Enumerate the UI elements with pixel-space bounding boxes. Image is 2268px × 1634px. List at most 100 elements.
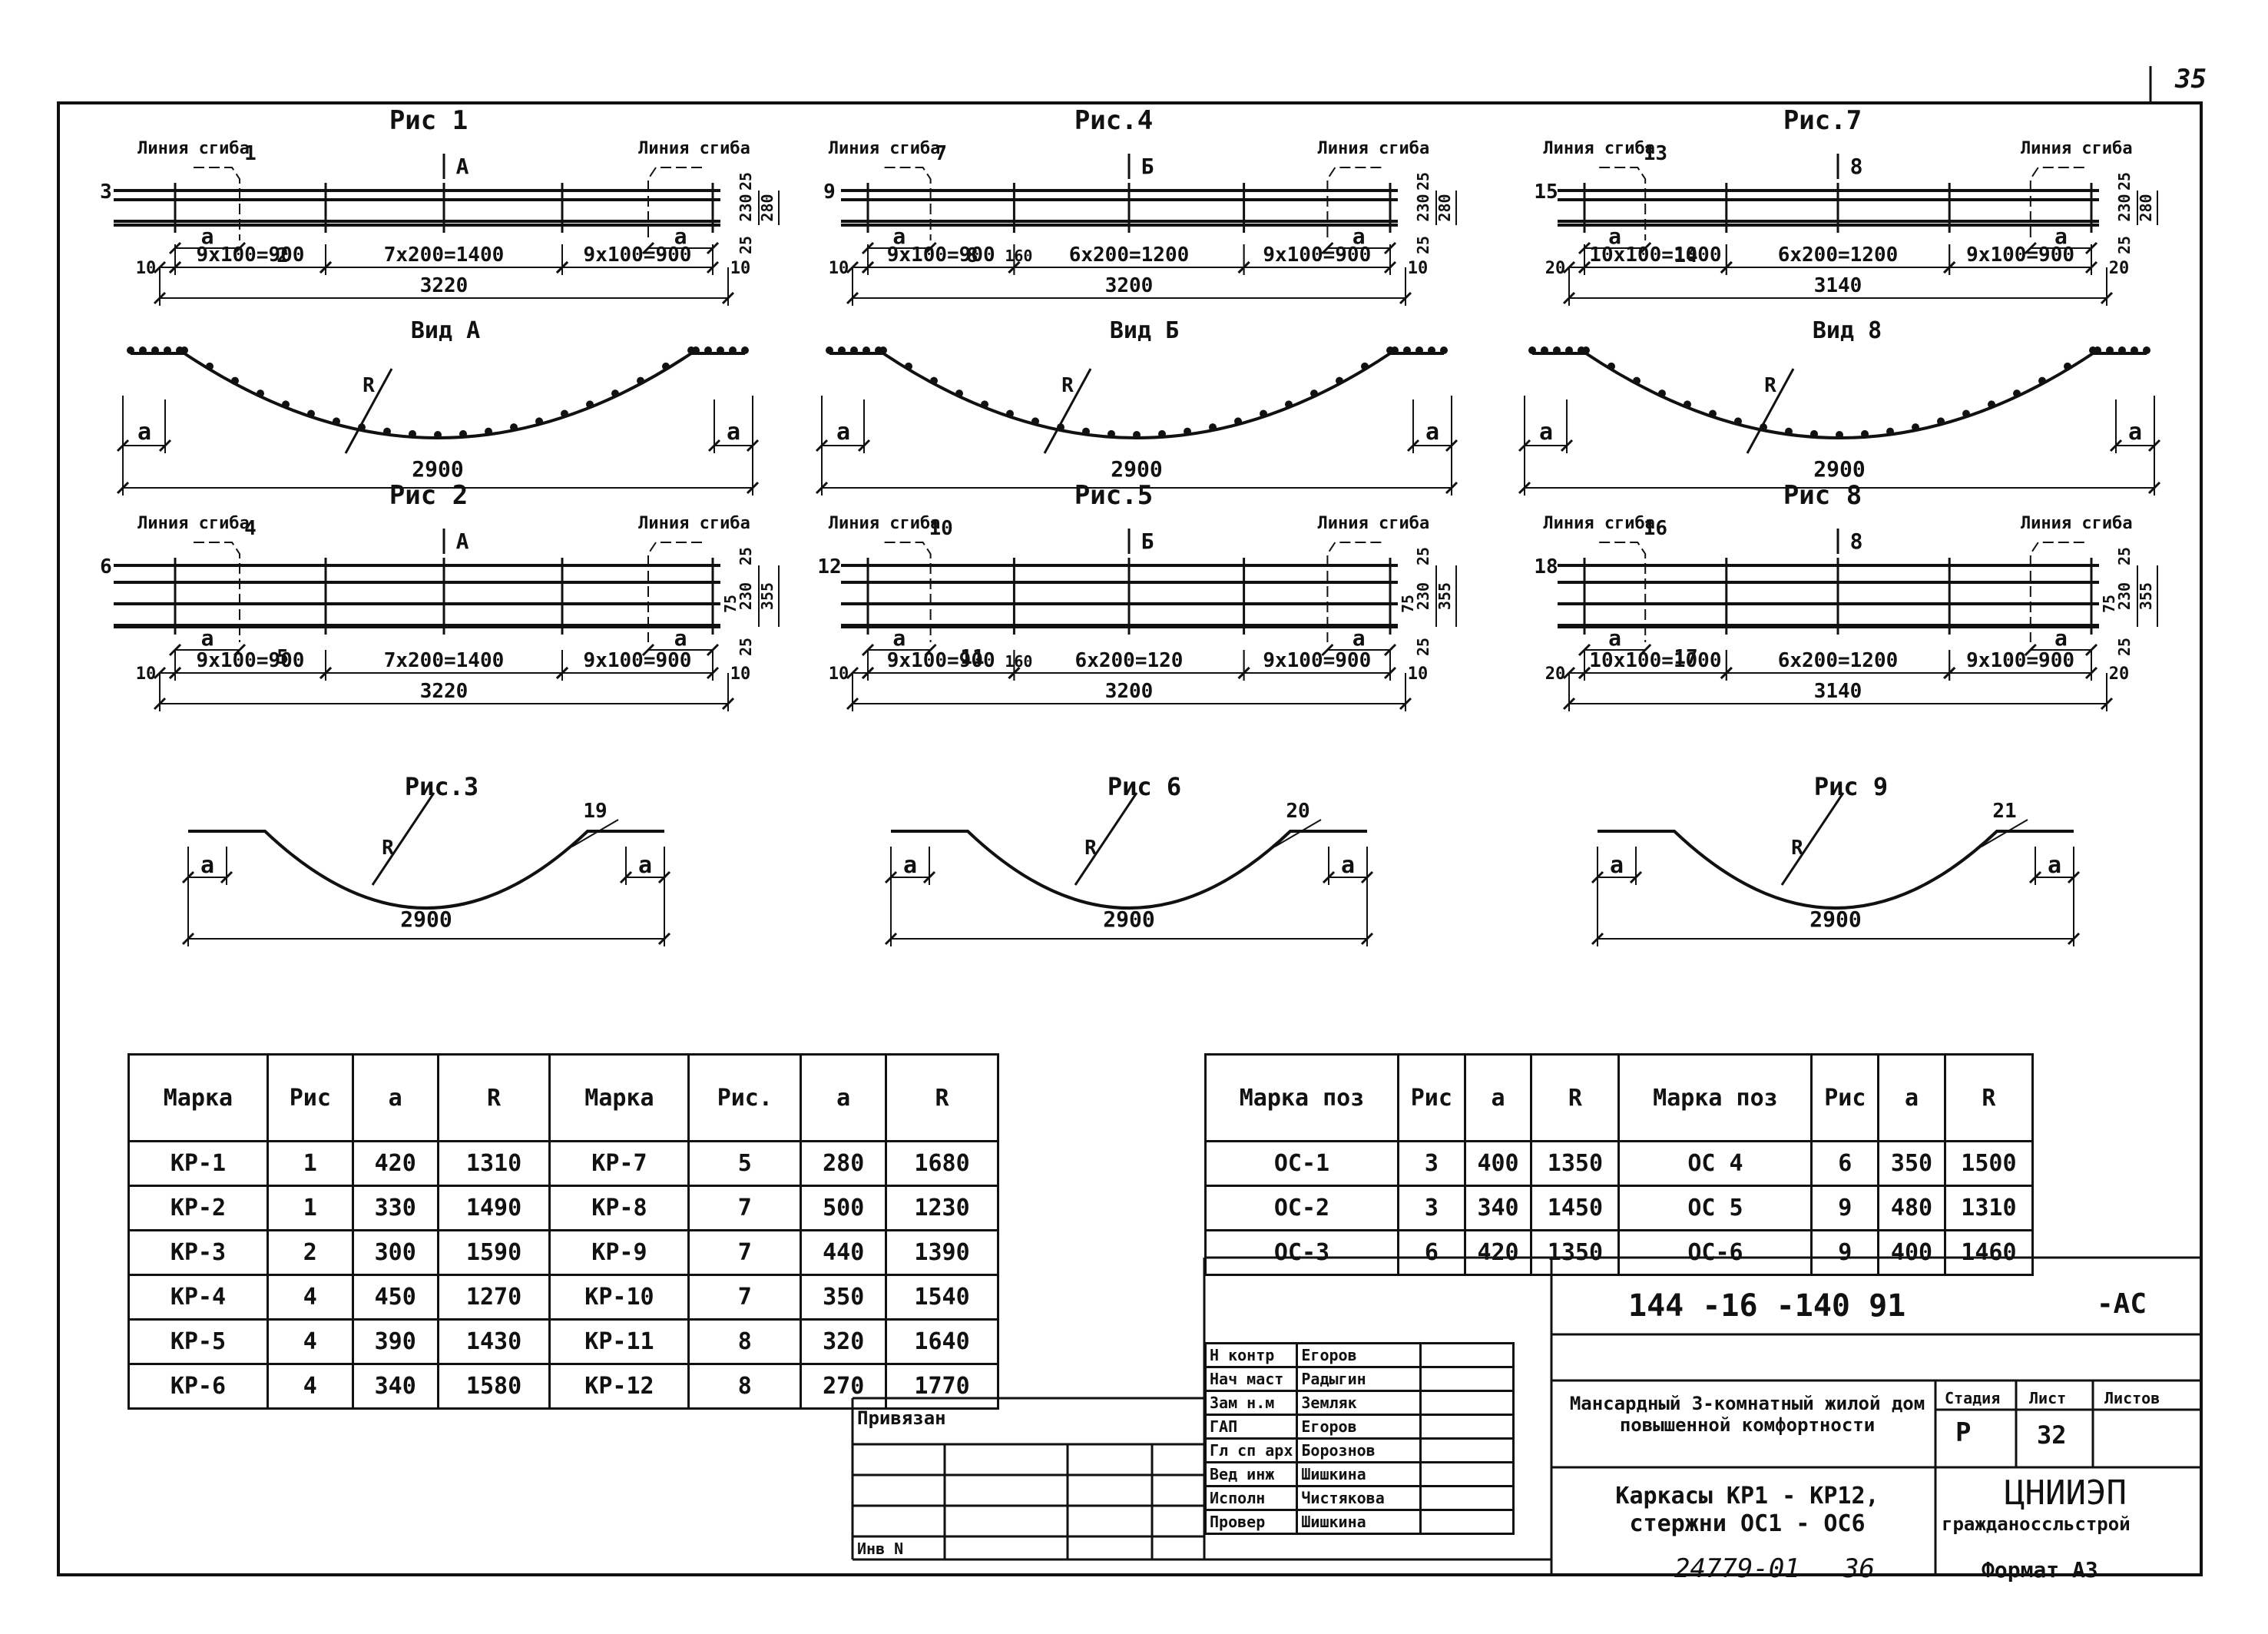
dim-end-left: 10 (136, 259, 157, 278)
archive-number: 24779-01 (1674, 1553, 1800, 1584)
dim-end-right: 10 (1408, 665, 1429, 684)
bar-dot (1006, 409, 1014, 418)
table-cell: КР-4 (127, 1274, 269, 1321)
bar-dot (2118, 346, 2126, 354)
dim-label: 6x200=1200 (1778, 244, 1899, 267)
bend-line-right (1326, 542, 1382, 642)
table-header-cell: Рис (266, 1053, 354, 1142)
bend-label-right: Линия сгиба (1318, 514, 1430, 533)
sheets-label: Листов (2104, 1389, 2160, 1407)
bar-dot (459, 429, 467, 438)
dim-end-right: 10 (730, 259, 751, 278)
signature-cell (1419, 1461, 1515, 1487)
dim-a: a (1425, 419, 1439, 446)
table-cell: 9 (1810, 1185, 1880, 1231)
table-cell: 1 (266, 1185, 354, 1231)
bar-title: Рис 6 (1108, 772, 1181, 801)
dim-height: 25 (1414, 638, 1432, 656)
table-cell: 330 (351, 1185, 439, 1231)
view-label: 8 (1850, 529, 1863, 554)
bend-line-right (647, 167, 702, 240)
bar-dot (1528, 346, 1536, 354)
dim-gap: 160 (1005, 652, 1032, 671)
table-cell: 1430 (436, 1318, 551, 1365)
bar-dot (875, 346, 882, 354)
dim-a: a (137, 419, 151, 446)
table-cell: 270 (800, 1363, 888, 1410)
bar-dot (1234, 417, 1242, 426)
dim-a: a (1539, 419, 1553, 446)
bar-dot (164, 346, 171, 354)
table-header-cell: Рис. (687, 1053, 803, 1142)
bar-dot (1336, 376, 1343, 385)
bend-label-left: Линия сгиба (137, 139, 250, 158)
sheet-frame (57, 101, 2203, 1576)
table-cell: 1310 (1943, 1185, 2035, 1231)
radius-line (1780, 792, 1845, 886)
dim-end-right: 20 (2109, 259, 2130, 278)
dim-label: 3200 (1105, 680, 1154, 703)
table-header-cell: Марка поз (1204, 1053, 1399, 1142)
signature-cell (1419, 1366, 1515, 1392)
dim-a: a (638, 852, 652, 879)
bar-dot (1658, 389, 1666, 398)
table-cell: 350 (1877, 1140, 1946, 1187)
table-cell: 500 (800, 1185, 888, 1231)
table-cell: КР-8 (548, 1185, 690, 1231)
radius-label: R (1084, 837, 1097, 860)
bar-dot (257, 389, 264, 398)
table-cell: 1350 (1530, 1140, 1621, 1187)
bar-dot (434, 431, 442, 439)
bar-dot (231, 376, 239, 385)
dim-height: 75 (721, 595, 740, 613)
bar-dot (1285, 400, 1293, 409)
bar-dot (1082, 427, 1090, 436)
table-cell: 400 (1877, 1229, 1946, 1276)
dim-a: a (903, 852, 917, 879)
table-cell: ОС 5 (1617, 1185, 1813, 1231)
table-cell: 280 (800, 1140, 888, 1187)
dim-height: 25 (2115, 638, 2134, 656)
dim-a: a (892, 625, 906, 651)
table-cell: КР-2 (127, 1185, 269, 1231)
bar-curve (188, 830, 664, 910)
table-cell: 1390 (885, 1229, 999, 1276)
dim-tick (1321, 643, 1334, 657)
dim-tick (706, 241, 720, 255)
table-cell: КР-10 (548, 1274, 690, 1321)
bar-dot (826, 346, 833, 354)
table-header-cell: R (885, 1053, 999, 1142)
bar-dot (176, 346, 184, 354)
table-header-cell: a (800, 1053, 888, 1142)
dim-tick (641, 241, 655, 255)
org-sub: гражданoccльстрой (1942, 1513, 2131, 1535)
position-mark: 15 (1534, 181, 1558, 204)
dim-end-left: 10 (136, 665, 157, 684)
table-cell: 1540 (885, 1274, 999, 1321)
bar-dot (611, 389, 619, 398)
figure-title: Рис 2 (389, 480, 468, 511)
dim-label: 6x200=120 (1075, 649, 1184, 672)
dim-end-right: 10 (1408, 259, 1429, 278)
dim-height: 280 (758, 194, 776, 221)
bend-line-right (647, 542, 702, 642)
dim-label: 3200 (1105, 274, 1154, 297)
dim-height: 230 (737, 582, 755, 610)
bar-dot (1734, 417, 1742, 426)
dim-a: a (2054, 625, 2068, 651)
dim-height: 355 (758, 582, 776, 610)
table-cell: 1590 (436, 1229, 551, 1276)
table-header-cell: Марка (548, 1053, 690, 1142)
radius-label: R (1791, 837, 1803, 860)
position-mark: 19 (583, 800, 607, 823)
table-cell: 3 (1397, 1185, 1466, 1231)
